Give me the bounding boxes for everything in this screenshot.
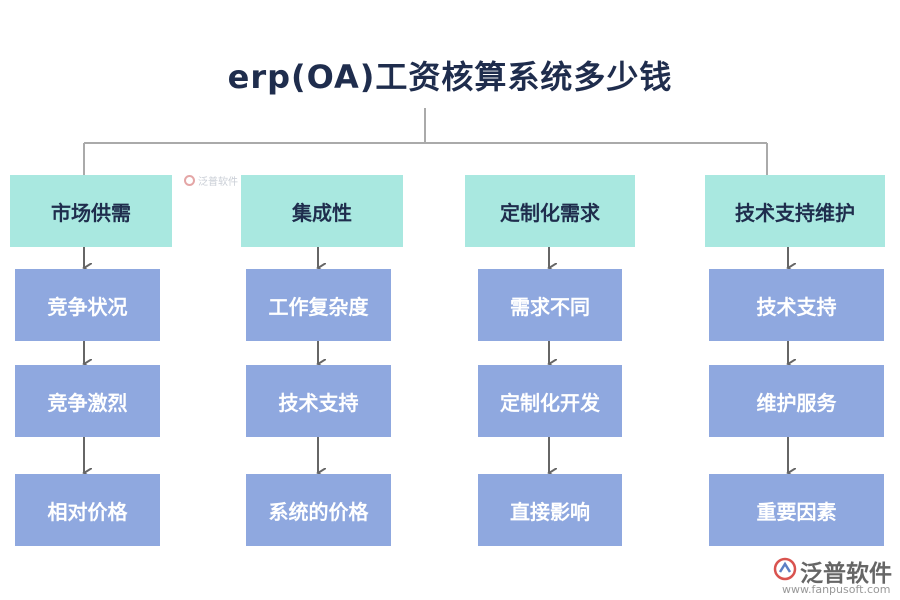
factor-important-factor: 重要因素 xyxy=(709,474,884,546)
watermark-logo-icon xyxy=(184,175,195,186)
brand-url: www.fanpusoft.com xyxy=(782,583,891,596)
factor-tech-support: 技术支持 xyxy=(246,365,391,437)
category-customization: 定制化需求 xyxy=(465,175,635,247)
category-integration: 集成性 xyxy=(241,175,403,247)
factor-intense-competition: 竞争激烈 xyxy=(15,365,160,437)
factor-tech-support-2: 技术支持 xyxy=(709,269,884,341)
brand-logo-block: 泛普软件 www.fanpusoft.com xyxy=(770,552,900,600)
factor-direct-impact: 直接影响 xyxy=(478,474,622,546)
watermark-text: 泛普软件 xyxy=(198,177,238,188)
brand-name: 泛普软件 xyxy=(800,561,892,587)
watermark: 泛普软件 xyxy=(184,173,238,188)
factor-maintenance-service: 维护服务 xyxy=(709,365,884,437)
category-tech-maintenance: 技术支持维护 xyxy=(705,175,885,247)
brand-logo-icon xyxy=(773,557,797,581)
category-market-supply: 市场供需 xyxy=(10,175,172,247)
factor-competition-status: 竞争状况 xyxy=(15,269,160,341)
factor-different-needs: 需求不同 xyxy=(478,269,622,341)
factor-relative-price: 相对价格 xyxy=(15,474,160,546)
factor-custom-development: 定制化开发 xyxy=(478,365,622,437)
factor-work-complexity: 工作复杂度 xyxy=(246,269,391,341)
diagram-title: erp(OA)工资核算系统多少钱 xyxy=(227,58,673,96)
factor-system-price: 系统的价格 xyxy=(246,474,391,546)
